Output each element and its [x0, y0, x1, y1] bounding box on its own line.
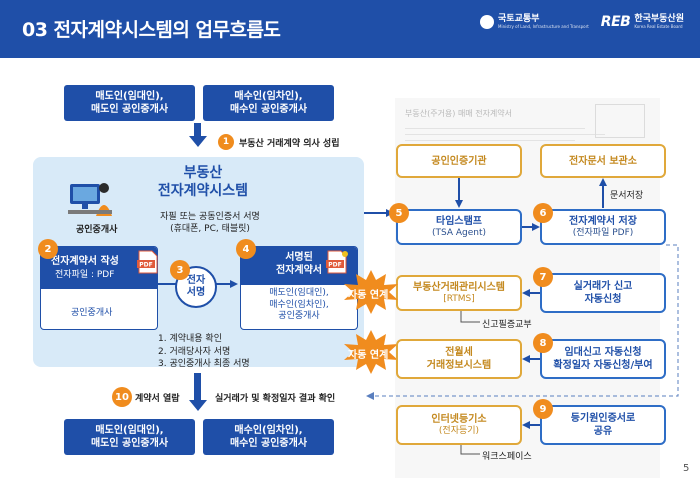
step-10-badge: 10	[112, 387, 132, 407]
auto-link-label-2: 자동 연계	[348, 350, 389, 361]
background-doc-stamp	[595, 104, 645, 138]
rtms-box: 부동산거래관리시스템[RTMS]	[396, 275, 522, 311]
page-number: 5	[683, 463, 690, 474]
step-2-agent-label: 공인중개사	[71, 308, 113, 318]
step-2-badge: 2	[38, 239, 58, 259]
report-cert-note: 신고필증교부	[482, 320, 532, 330]
bottom-party-buyer: 매수인(임차인),매수인 공인중개사	[203, 419, 334, 455]
doc-save-note: 문서저장	[610, 191, 644, 201]
step-2-sub: 전자파일 : PDF	[55, 270, 115, 280]
registry-box: 인터넷등기소(전자등기)	[396, 405, 522, 445]
reb-name: 한국부동산원	[634, 13, 684, 24]
step-5-badge: 5	[389, 203, 409, 223]
ministry-emblem-icon	[480, 14, 495, 29]
step-10-label-2: 실거래가 및 확정일자 결과 확인	[215, 394, 336, 404]
svg-text:PDF: PDF	[328, 262, 341, 269]
agent-label: 공인중개사	[76, 225, 118, 235]
person-at-computer-icon	[68, 183, 112, 216]
down-arrow-icon	[189, 123, 207, 147]
step-5-timestamp: 타임스탬프(TSA Agent)	[396, 209, 522, 245]
cert-authority-box: 공인인증기관	[396, 144, 522, 178]
step-10-label: 계약서 열람	[135, 394, 180, 404]
background-doc-title: 부동산(주거용) 매매 전자계약서	[405, 109, 513, 118]
top-party-seller: 매도인(임대인),매도인 공인중개사	[64, 85, 195, 121]
reb-logo: REB 한국부동산원 Korea Real Estate Board	[601, 14, 684, 30]
workspace-note: 워크스페이스	[482, 452, 532, 462]
feedback-dashed-line	[366, 244, 679, 400]
contract-checklist: 1. 계약내용 확인 2. 거래당사자 서명 3. 공인중개사 최종 서명	[158, 334, 250, 370]
report-cert-connector	[460, 311, 480, 323]
svg-text:PDF: PDF	[139, 262, 152, 269]
pdf-file-icon: PDF	[137, 250, 158, 274]
logo-group: 국토교통부 Ministry of Land, Infrastructure a…	[480, 14, 684, 30]
page-title: 03 전자계약시스템의 업무흐름도	[22, 19, 281, 41]
starburst-icon-2	[344, 330, 398, 374]
step-1-badge: 1	[218, 134, 234, 150]
arrow-cert-to-timestamp	[455, 178, 463, 208]
ministry-name: 국토교통부	[498, 13, 540, 24]
doc-storage-box: 전자문서 보관소	[540, 144, 666, 178]
arrow-save-to-storage	[599, 178, 607, 208]
step-4-signers: 매도인(임대인), 매수인(임차인), 공인중개사	[269, 288, 329, 322]
ministry-logo: 국토교통부 Ministry of Land, Infrastructure a…	[480, 13, 589, 30]
step-6-contract-save: 전자계약서 저장(전자파일 PDF)	[540, 209, 666, 245]
ministry-name-en: Ministry of Land, Infrastructure and Tra…	[498, 24, 589, 30]
down-arrow-icon-2	[189, 373, 207, 411]
step-1-label: 부동산 거래계약 의사 성립	[239, 139, 340, 149]
pdf-file-icon-signed: PDF	[326, 250, 348, 274]
starburst-icon	[344, 270, 398, 314]
step-2-title: 전자계약서 작성	[51, 256, 119, 267]
step-6-badge: 6	[533, 203, 553, 223]
reb-mark: REB	[600, 14, 631, 30]
step-3-badge: 3	[170, 260, 190, 280]
sign-method-note: 자필 또는 공동인증서 서명 (휴대폰, PC, 태블릿)	[160, 212, 260, 234]
step-9-badge: 9	[533, 399, 553, 419]
top-party-buyer: 매수인(임차인),매수인 공인중개사	[203, 85, 334, 121]
step-4-badge: 4	[236, 239, 256, 259]
reb-name-en: Korea Real Estate Board	[634, 24, 683, 30]
arrow-timestamp-to-storage	[522, 223, 540, 231]
arrow-to-rtms	[522, 289, 540, 297]
step-7-badge: 7	[533, 267, 553, 287]
arrow-to-lease-info	[522, 355, 540, 363]
auto-link-label-1: 자동 연계	[348, 290, 389, 301]
workspace-connector	[460, 445, 480, 455]
system-title: 부동산 전자계약시스템	[157, 165, 249, 199]
arrow-to-registry	[522, 421, 540, 429]
step-8-badge: 8	[533, 333, 553, 353]
bottom-party-seller: 매도인(임대인),매도인 공인중개사	[64, 419, 195, 455]
header-bar	[0, 0, 700, 58]
step-4-title: 서명된 전자계약서	[276, 252, 322, 276]
